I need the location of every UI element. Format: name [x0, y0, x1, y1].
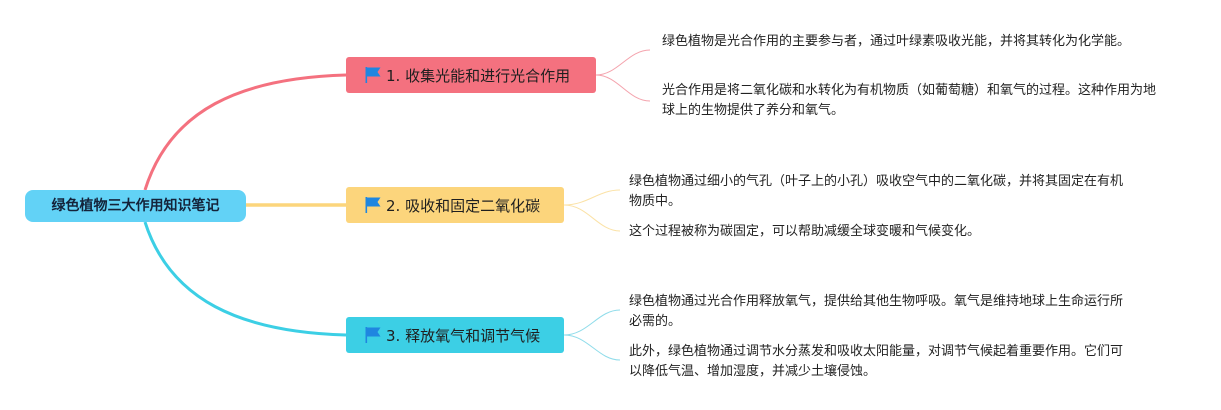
topic-2-note-1[interactable]: 绿色植物通过细小的气孔（叶子上的小孔）吸收空气中的二氧化碳，并将其固定在有机物质… [629, 174, 1124, 209]
connector-root-topic-1 [143, 73, 347, 191]
connector-root-topic-3 [143, 221, 347, 337]
flag-icon [365, 67, 381, 83]
topic-3-note-2[interactable]: 此外，绿色植物通过调节水分蒸发和吸收太阳能量，对调节气候起着重要作用。它们可以降… [629, 344, 1124, 379]
topic-3-note-1[interactable]: 绿色植物通过光合作用释放氧气，提供给其他生物呼吸。氧气是维持地球上生命运行所必需… [629, 294, 1124, 329]
connector-topic-1-note-1 [595, 49, 651, 76]
connector-topic-3-note-1 [563, 309, 621, 336]
topic-1-label: 1. 收集光能和进行光合作用 [386, 66, 571, 85]
topic-3-label: 3. 释放氧气和调节气候 [386, 326, 541, 345]
flag-icon [365, 327, 381, 343]
topic-2[interactable]: 2. 吸收和固定二氧化碳 [346, 187, 564, 223]
topic-1-note-2[interactable]: 光合作用是将二氧化碳和水转化为有机物质（如葡萄糖）和氧气的过程。这种作用为地球上… [662, 83, 1157, 118]
connector-topic-3-note-2 [563, 334, 621, 361]
connector-topic-1-note-2 [595, 74, 651, 102]
topic-2-label: 2. 吸收和固定二氧化碳 [386, 196, 541, 215]
topic-1-note-1[interactable]: 绿色植物是光合作用的主要参与者，通过叶绿素吸收光能，并将其转化为化学能。 [662, 34, 1131, 49]
flag-icon [365, 197, 381, 213]
topic-1[interactable]: 1. 收集光能和进行光合作用 [346, 57, 596, 93]
root-topic[interactable]: 绿色植物三大作用知识笔记 [25, 190, 246, 222]
topic-2-note-2[interactable]: 这个过程被称为碳固定，可以帮助减缓全球变暖和气候变化。 [629, 224, 981, 239]
connector-topic-2-note-1 [563, 189, 621, 206]
connector-topic-2-note-2 [563, 204, 621, 232]
topic-3[interactable]: 3. 释放氧气和调节气候 [346, 317, 564, 353]
